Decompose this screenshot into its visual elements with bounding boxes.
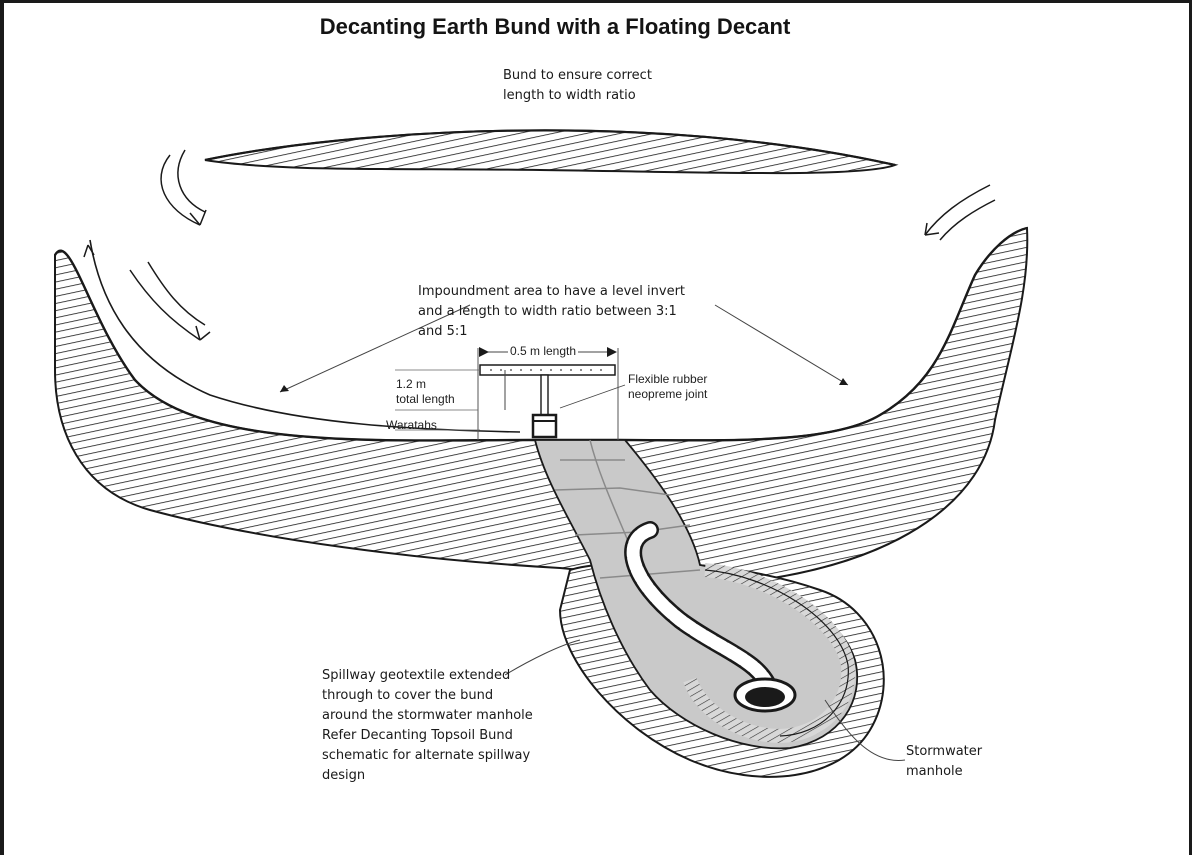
neoprene-joint — [533, 415, 556, 437]
flow-arrow-mid-left — [130, 262, 210, 340]
label-impoundment: Impoundment area to have a level invert … — [418, 282, 685, 342]
flow-arrow-right — [925, 185, 995, 240]
label-waratahs: Waratahs — [386, 418, 437, 433]
flow-arrow-top-left — [161, 150, 206, 225]
label-bund-ratio: Bund to ensure correct length to width r… — [503, 66, 652, 106]
top-bund — [205, 130, 895, 173]
label-total-length: 1.2 m total length — [396, 377, 455, 407]
label-flexible-joint: Flexible rubber neopreme joint — [628, 372, 707, 402]
label-stormwater-manhole: Stormwater manhole — [906, 742, 982, 782]
label-decant-length: 0.5 m length — [508, 344, 578, 359]
label-spillway: Spillway geotextile extended through to … — [322, 666, 533, 786]
diagram-title: Decanting Earth Bund with a Floating Dec… — [0, 14, 1110, 40]
